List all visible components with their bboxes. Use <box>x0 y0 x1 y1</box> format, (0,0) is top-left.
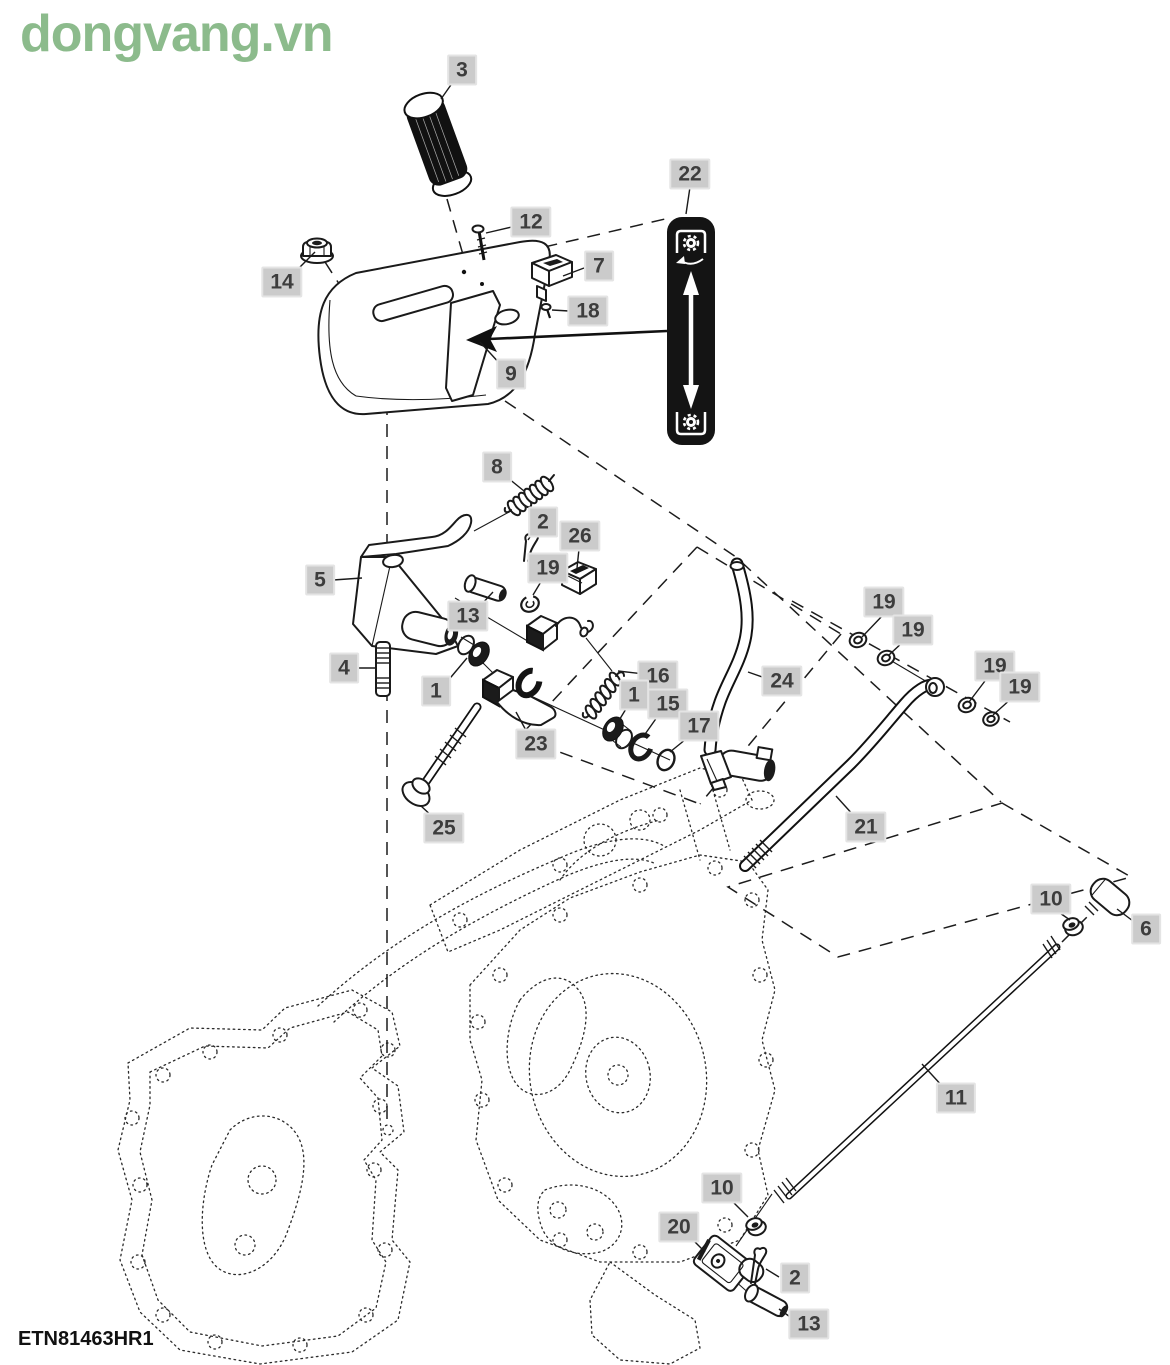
callout-5: 5 <box>305 564 335 596</box>
o-ring-17-drawing <box>656 748 676 772</box>
bracket-drawing <box>352 513 473 655</box>
long-rod-drawing <box>773 935 1061 1204</box>
callout-7: 7 <box>584 250 614 282</box>
callout-25: 25 <box>423 812 465 844</box>
coupler-drawing <box>1084 877 1131 917</box>
callout-23: 23 <box>515 728 557 760</box>
bushing-1-left-drawing <box>457 634 490 667</box>
spring-16-drawing <box>581 671 625 720</box>
washer-19-left-drawing <box>520 595 540 613</box>
knob-drawing <box>403 91 473 197</box>
callout-12: 12 <box>510 206 552 238</box>
nut-10-upper-drawing <box>1062 917 1084 937</box>
spring-8-drawing <box>503 474 555 517</box>
cover-plate-drawing <box>317 239 551 416</box>
double-arrow-icon <box>683 271 699 409</box>
callout-15: 15 <box>647 688 689 720</box>
callout-13: 13 <box>788 1308 830 1340</box>
bushing-1-middle-drawing <box>602 716 633 750</box>
washer-15-drawing <box>628 732 654 762</box>
callout-18: 18 <box>567 295 609 327</box>
callout-10: 10 <box>701 1172 743 1204</box>
callout-20: 20 <box>658 1211 700 1243</box>
callout-26: 26 <box>559 520 601 552</box>
callout-2: 2 <box>528 506 558 538</box>
callout-3: 3 <box>447 54 477 86</box>
bolt-holes-right <box>470 860 774 1260</box>
callout-4: 4 <box>329 652 359 684</box>
shift-decal <box>667 217 715 445</box>
callout-13: 13 <box>447 600 489 632</box>
callout-6: 6 <box>1131 913 1161 945</box>
pointer-arrow <box>466 326 668 352</box>
callout-10: 10 <box>1030 883 1072 915</box>
stud-drawing <box>375 641 391 697</box>
callout-19: 19 <box>863 586 905 618</box>
clip-nut-drawing <box>561 561 597 595</box>
callout-1: 1 <box>619 679 649 711</box>
bolt-12-drawing <box>471 224 488 261</box>
watermark: dongvang.vn <box>20 5 334 63</box>
nut-10-lower-drawing <box>745 1217 767 1237</box>
callout-1: 1 <box>421 675 451 707</box>
screw-18-drawing <box>540 303 552 319</box>
cotter-pin-lower-drawing <box>750 1246 768 1285</box>
gear-in-frame-bottom-icon <box>675 412 707 436</box>
callout-19: 19 <box>999 671 1041 703</box>
clip-7-drawing <box>531 254 573 302</box>
callout-17: 17 <box>678 710 720 742</box>
callout-19: 19 <box>527 552 569 584</box>
callout-9: 9 <box>496 358 526 390</box>
bolt-holes-left <box>124 1002 396 1353</box>
callout-11: 11 <box>935 1082 977 1114</box>
callout-8: 8 <box>482 451 512 483</box>
figure-code: ETN81463HR1 <box>18 1328 154 1350</box>
callout-14: 14 <box>261 266 303 298</box>
clevis-pin-upper-drawing <box>463 574 507 602</box>
callout-19: 19 <box>892 614 934 646</box>
callout-2: 2 <box>780 1262 810 1294</box>
clevis-pin-lower-drawing <box>744 1283 789 1318</box>
callout-21: 21 <box>845 811 887 843</box>
transmission-housing-outline <box>117 767 776 1365</box>
rotate-arrow-icon <box>676 256 704 265</box>
shift-gate-drawing <box>482 615 594 727</box>
flange-bolt-drawing <box>401 702 482 807</box>
callout-24: 24 <box>761 665 803 697</box>
callout-22: 22 <box>669 158 711 190</box>
curved-rod-drawing <box>739 677 945 872</box>
gear-in-frame-top-icon <box>675 229 707 253</box>
flange-nut-drawing <box>300 237 334 264</box>
